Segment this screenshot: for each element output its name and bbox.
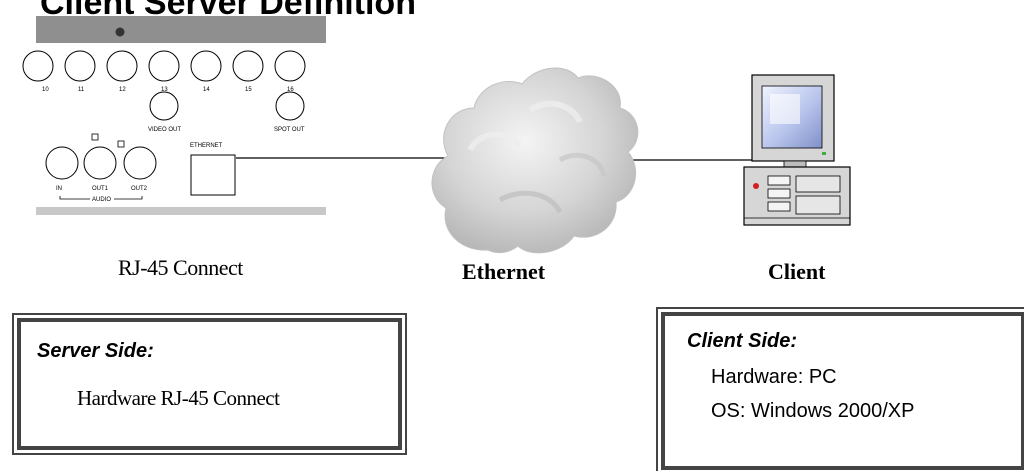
ethernet-cloud-icon: [431, 67, 639, 254]
drive-bay-1: [767, 175, 791, 186]
audio-bracket: [59, 196, 143, 200]
bnc-connector-15: [232, 50, 264, 82]
audio-out2-connector: [123, 146, 157, 180]
port-label-14: 14: [203, 87, 210, 93]
monitor-led: [822, 152, 826, 155]
spot-out-connector: [275, 91, 305, 121]
spot-out-label: SPOT OUT: [274, 127, 305, 133]
audio-group-label: AUDIO: [92, 197, 111, 203]
audio-out2-label: OUT2: [131, 186, 148, 192]
audio-in-label: IN: [56, 186, 62, 192]
bnc-connector-14: [190, 50, 222, 82]
drive-bay-3: [767, 201, 791, 212]
client-hardware-text: Hardware: PC: [711, 366, 837, 388]
panel-top-bar: [36, 16, 326, 43]
audio-in-connector: [45, 146, 79, 180]
bnc-connector-13: [148, 50, 180, 82]
bnc-connector-11: [64, 50, 96, 82]
power-button-icon: [753, 183, 759, 189]
port-label-13: 13: [161, 87, 168, 93]
audio-out1-connector: [83, 146, 117, 180]
audio-out1-label: OUT1: [92, 186, 109, 192]
ethernet-port-label: ETHERNET: [190, 143, 223, 149]
client-caption: Client: [768, 259, 826, 284]
port-label-12: 12: [119, 87, 126, 93]
client-side-box: Client Side: Hardware: PC OS: Windows 20…: [661, 312, 1024, 470]
dvr-rear-panel: 10 11 12 13 14 15 16 VIDEO OUT SPOT OUT …: [22, 16, 326, 215]
client-side-heading: Client Side:: [687, 330, 798, 352]
ethernet-caption: Ethernet: [462, 259, 546, 284]
panel-bottom-bar: [36, 207, 326, 215]
rj45-caption: RJ-45 Connect: [118, 255, 243, 280]
drive-bay-4: [795, 175, 841, 193]
bnc-connector-16: [274, 50, 306, 82]
server-hardware-text: Hardware RJ-45 Connect: [77, 386, 280, 410]
port-label-16: 16: [287, 87, 294, 93]
bnc-connector-12: [106, 50, 138, 82]
monitor-neck: [783, 160, 807, 168]
client-os-text: OS: Windows 2000/XP: [711, 400, 915, 422]
led-indicator-2: [117, 140, 125, 148]
video-out-connector: [149, 91, 179, 121]
drive-bay-5: [795, 195, 841, 215]
bnc-connector-10: [22, 50, 54, 82]
video-out-label: VIDEO OUT: [148, 127, 181, 133]
server-side-heading: Server Side:: [37, 340, 154, 362]
server-side-box: Server Side: Hardware RJ-45 Connect: [17, 318, 402, 450]
port-label-11: 11: [78, 87, 85, 93]
port-label-10: 10: [42, 87, 49, 93]
client-pc-icon: [743, 74, 851, 226]
ethernet-port: [190, 154, 236, 196]
panel-screw-icon: [115, 27, 125, 37]
led-indicator-1: [91, 133, 99, 141]
drive-bay-2: [767, 188, 791, 199]
port-label-15: 15: [245, 87, 252, 93]
